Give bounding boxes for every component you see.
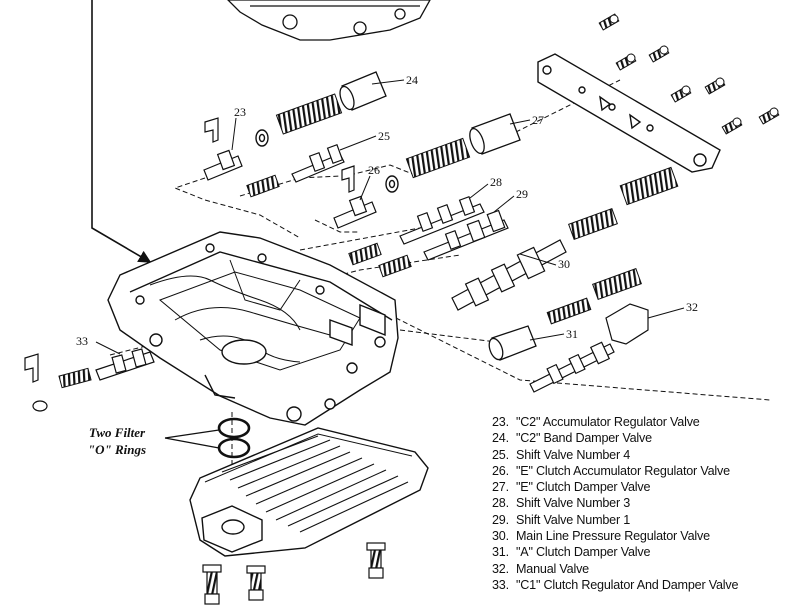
retainer-clips [24,117,355,383]
legend-number: 31. [492,545,509,560]
callout-28: 28 [490,175,502,189]
legend-text: Manual Valve [516,561,589,576]
legend-text: "A" Clutch Damper Valve [516,545,651,560]
legend-number: 30. [492,529,509,544]
filter-note-line-2: "O" Rings [87,442,147,457]
legend-number: 26. [492,463,509,478]
callout-leaders [95,79,685,355]
legend-number: 23. [492,415,509,429]
legend-text: Main Line Pressure Regulator Valve [516,529,710,544]
callout-24: 24 [406,73,418,87]
legend-text: "E" Clutch Damper Valve [516,480,651,495]
leader-arrow [91,0,152,263]
plate-bolts [598,13,780,135]
legend-number: 25. [492,447,509,462]
legend-item: 24. "C2" Band Damper Valve [492,430,792,446]
detent-plate [537,53,721,173]
callout-31: 31 [566,327,578,341]
legend-item: 31. "A" Clutch Damper Valve [492,544,792,560]
callout-29: 29 [516,187,528,201]
legend-item: 26. "E" Clutch Accumulator Regulator Valv… [492,463,792,479]
legend-number: 28. [492,496,509,511]
legend-text: "C1" Clutch Regulator And Damper Valve [516,577,739,592]
legend-item: 23. "C2" Accumulator Regulator Valve [492,414,792,430]
legend-text: Shift Valve Number 1 [516,512,631,527]
legend-text: "C2" Band Damper Valve [516,431,652,446]
filter-bolts [202,542,386,605]
legend-number: 24. [492,431,509,446]
legend-number: 33. [492,577,509,592]
washers [255,129,399,193]
callout-25: 25 [378,129,390,143]
callout-32: 32 [686,300,698,314]
callout-numbers: 23 24 25 26 27 28 29 30 31 32 33 [76,73,698,348]
legend-item: 27. "E" Clutch Damper Valve [492,479,792,495]
upper-housing [227,0,431,41]
callout-23: 23 [234,105,246,119]
springs [58,93,679,389]
filter [189,427,429,557]
legend-text: Shift Valve Number 4 [516,447,631,462]
legend-number: 27. [492,480,509,495]
sleeves [339,71,537,361]
filter-o-rings [217,417,251,459]
o-ring-pointers [164,429,220,449]
legend-item: 25. Shift Valve Number 4 [492,447,792,463]
legend-item: 29. Shift Valve Number 1 [492,512,792,528]
legend-number: 32. [492,561,509,576]
legend-text: "E" Clutch Accumulator Regulator Valve [516,463,730,478]
parts-legend: 23. "C2" Accumulator Regulator Valve 24. "… [492,414,792,593]
legend-item: 32. Manual Valve [492,561,792,577]
filter-o-rings-note: Two Filter "O" Rings [62,424,172,458]
valve-body [107,231,399,426]
callout-27: 27 [532,113,544,127]
legend-item: 30. Main Line Pressure Regulator Valve [492,528,792,544]
callout-26: 26 [368,163,380,177]
callout-30: 30 [558,257,570,271]
spool-valves [32,144,649,412]
legend-text: "C2" Accumulator Regulator Valve [516,415,700,429]
callout-33: 33 [76,334,88,348]
legend-number: 29. [492,512,509,527]
legend-item: 33. "C1" Clutch Regulator And Damper Valv… [492,577,792,593]
filter-note-line-1: Two Filter [88,425,146,440]
legend-item: 28. Shift Valve Number 3 [492,495,792,511]
legend-text: Shift Valve Number 3 [516,496,631,511]
